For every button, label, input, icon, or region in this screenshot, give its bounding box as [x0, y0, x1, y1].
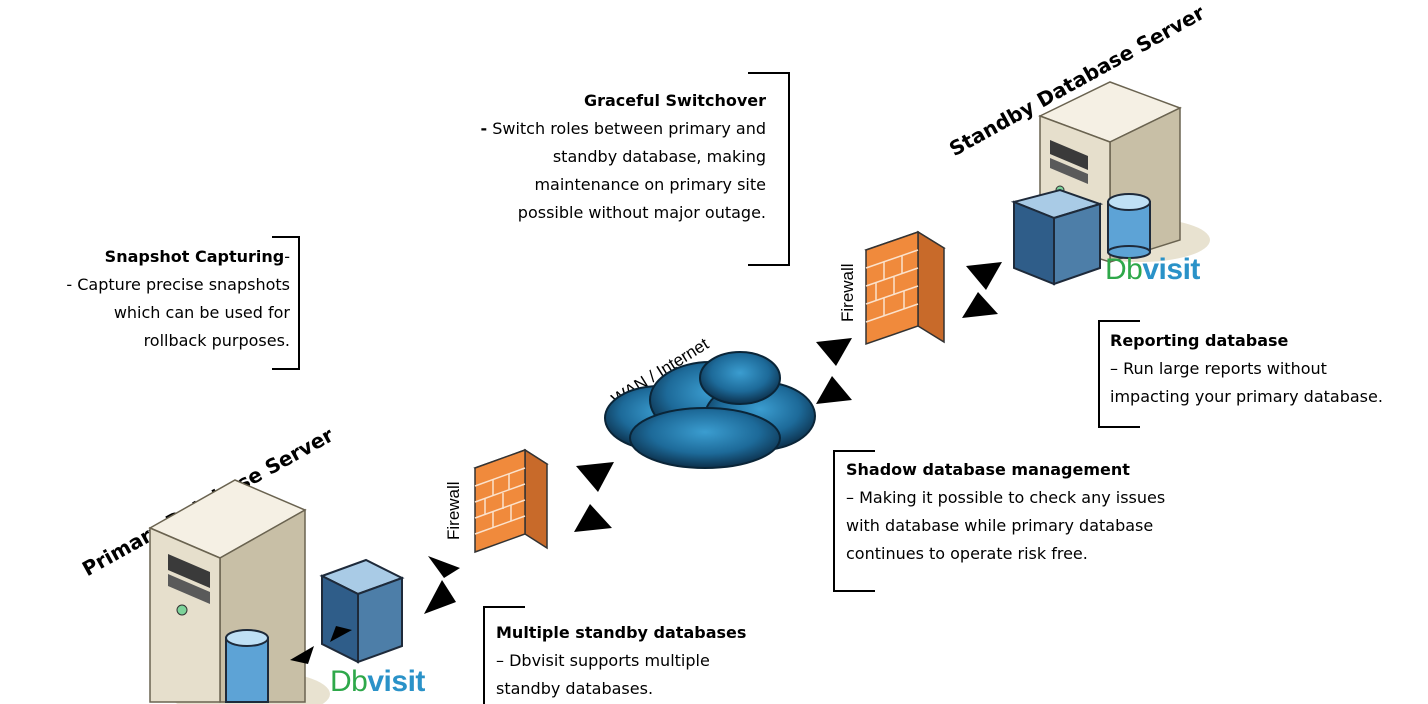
firewall-icon-left — [473, 448, 549, 554]
reporting-line-1: – Run large reports without — [1110, 359, 1327, 378]
reporting-title: Reporting database — [1110, 331, 1289, 350]
arrow-cloud-firewall-down — [816, 376, 852, 404]
graceful-line-1: Switch roles between primary and — [492, 119, 766, 138]
firewall-icon-right — [864, 230, 946, 346]
reporting-line-2: impacting your primary database. — [1110, 387, 1383, 406]
multiple-bracket — [483, 606, 525, 704]
cloud-icon — [604, 351, 816, 469]
arrow-primary-firewall-up — [428, 556, 460, 578]
snapshot-line-3: rollback purposes. — [143, 331, 290, 350]
dbvisit-logo-primary-part1: Db — [330, 665, 368, 698]
multiple-line-2: standby databases. — [496, 679, 654, 698]
reporting-note: Reporting database – Run large reports w… — [1110, 327, 1428, 411]
shadow-title: Shadow database management — [846, 460, 1130, 479]
snapshot-title: Snapshot Capturing — [104, 247, 285, 266]
arrow-cube-to-cylinder-2 — [330, 626, 352, 642]
multiple-title: Multiple standby databases — [496, 623, 747, 642]
snapshot-note: Snapshot Capturing- - Capture precise sn… — [0, 243, 290, 355]
arrow-firewall-standby-up — [966, 262, 1002, 290]
arrow-firewall-standby-down — [962, 292, 998, 318]
shadow-line-2: with database while primary database — [846, 516, 1154, 535]
graceful-line-2: standby database, making — [552, 147, 766, 166]
shadow-line-3: continues to operate risk free. — [846, 544, 1088, 563]
snapshot-line-2: which can be used for — [113, 303, 290, 322]
arrow-firewall-cloud-up — [576, 462, 614, 492]
snapshot-bracket — [272, 236, 300, 370]
graceful-title: Graceful Switchover — [583, 91, 766, 110]
reporting-bracket — [1098, 320, 1140, 428]
standby-db-cube-icon — [1010, 188, 1104, 286]
multiple-line-1: – Dbvisit supports multiple — [496, 651, 710, 670]
dbvisit-logo-standby-part2: visit — [1142, 253, 1200, 286]
arrow-cube-to-cylinder — [290, 646, 314, 664]
graceful-line-4: possible without major outage. — [517, 203, 766, 222]
arrow-firewall-cloud-down — [574, 504, 612, 532]
dbvisit-logo-primary: Dbvisit — [330, 665, 425, 699]
snapshot-title-suffix: - — [284, 247, 290, 266]
snapshot-line-1: - Capture precise snapshots — [66, 275, 290, 294]
multiple-note: Multiple standby databases – Dbvisit sup… — [496, 619, 826, 703]
standby-db-cylinder-icon — [1107, 193, 1151, 259]
primary-db-cylinder-icon — [225, 629, 269, 703]
arrow-cloud-firewall-up — [816, 338, 852, 366]
shadow-line-1: – Making it possible to check any issues — [846, 488, 1166, 507]
dbvisit-logo-standby: Dbvisit — [1105, 253, 1200, 287]
graceful-line-3: maintenance on primary site — [534, 175, 766, 194]
primary-server-icon — [148, 479, 330, 704]
shadow-note: Shadow database management – Making it p… — [846, 456, 1226, 568]
arrow-primary-firewall-down — [424, 580, 456, 614]
graceful-bracket — [748, 72, 790, 266]
shadow-bracket — [833, 450, 875, 592]
graceful-note: Graceful Switchover - Switch roles betwe… — [420, 87, 766, 227]
dbvisit-logo-primary-part2: visit — [367, 665, 425, 698]
dbvisit-logo-standby-part1: Db — [1105, 253, 1143, 286]
graceful-dash: - — [480, 119, 488, 138]
